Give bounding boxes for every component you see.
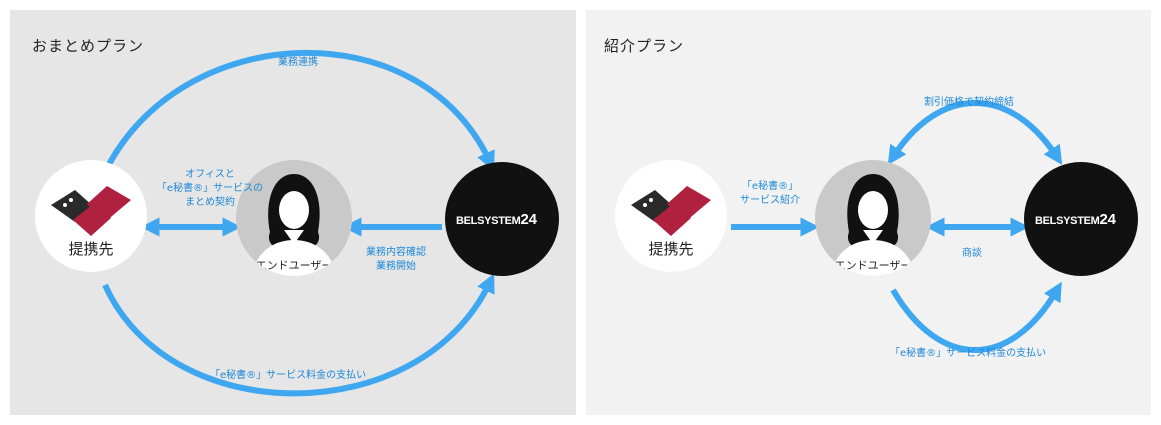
enduser-label: エンドユーザー (255, 259, 333, 272)
handshake-icon (631, 186, 711, 236)
handshake-icon (51, 186, 131, 236)
intro-arrow-label: 「e秘書®」 サービス紹介 (740, 181, 800, 206)
panel-title: 紹介プラン (604, 37, 685, 55)
belsystem-logo: BELSYSTEM24 (456, 211, 537, 228)
partner-node: 提携先 (615, 160, 727, 272)
woman-avatar-icon (831, 174, 915, 276)
contract-arrow-label: 割引価格で契約締結 (924, 97, 1014, 108)
contract-arrow (887, 100, 1063, 166)
partner-node: 提携先 (35, 160, 147, 272)
top-arrow (102, 49, 495, 174)
partner-label: 提携先 (68, 240, 114, 258)
bottom-arrow (102, 273, 495, 397)
panel-title: おまとめプラン (32, 37, 145, 55)
belsystem-node: BELSYSTEM24 (1024, 162, 1138, 276)
negotiation-arrow-label: 商談 (962, 248, 982, 259)
payment-arrow-label: 「e秘書®」サービス料金の支払い (890, 348, 1047, 359)
middle-arrow-label: オフィスと 「e秘書®」サービスの まとめ契約 (156, 169, 264, 208)
woman-avatar-icon (252, 174, 336, 276)
enduser-label: エンドユーザー (834, 259, 912, 272)
belsystem-node: BELSYSTEM24 (445, 162, 559, 276)
bottom-arrow-label: 「e秘書®」サービス料金の支払い (210, 370, 367, 381)
payment-arrow (890, 281, 1062, 353)
right-arrow-label: 業務内容確認 業務開始 (366, 247, 426, 272)
enduser-node: エンドユーザー (815, 160, 931, 276)
partner-label: 提携先 (648, 240, 694, 258)
belsystem-logo: BELSYSTEM24 (1035, 211, 1116, 228)
top-arrow-label: 業務連携 (278, 57, 318, 68)
enduser-node: エンドユーザー (236, 160, 352, 276)
